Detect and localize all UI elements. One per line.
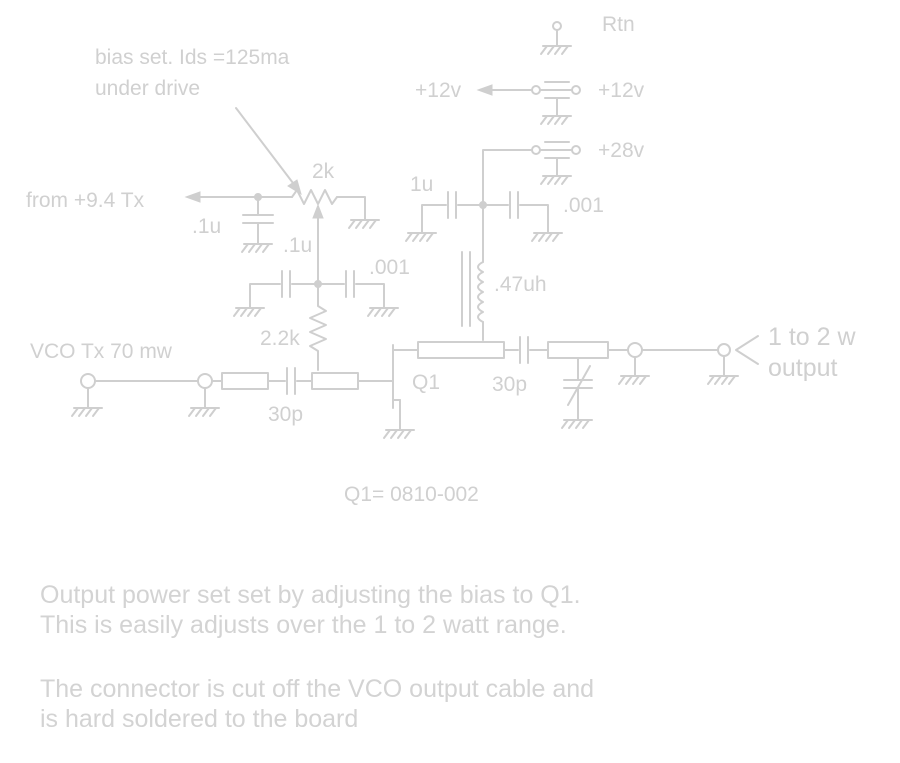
vco-label: VCO Tx 70 mw [30, 340, 173, 363]
pot-label: 2k [312, 160, 335, 183]
bias-label-line1: bias set. Ids =125ma [95, 46, 290, 69]
q1-label: Q1 [412, 371, 440, 394]
cap-1u-a [241, 196, 274, 253]
resistor-2-2k [309, 299, 327, 371]
output-line [417, 335, 759, 429]
cap-001-b-label: .001 [563, 194, 604, 217]
from-tx-label: from +9.4 Tx [26, 189, 145, 212]
gate-bypass-caps [233, 270, 399, 317]
note-line: This is easily adjusts over the 1 to 2 w… [40, 611, 567, 639]
rtn-label: Rtn [602, 13, 635, 36]
cap-1u-top-label: 1u [410, 173, 433, 196]
inductor-label: .47uh [494, 273, 547, 296]
res-22k-label: 2.2k [260, 327, 300, 350]
cap-30p-a-label: 30p [268, 403, 303, 426]
plus12-right-label: +12v [598, 79, 645, 102]
output-label-line1: 1 to 2 w [768, 323, 856, 351]
bias-arrow [235, 107, 302, 196]
note-line: Output power set set by adjusting the bi… [40, 581, 581, 609]
q1-transistor [383, 344, 419, 439]
bias-potentiometer [184, 189, 380, 281]
plus12-left-label: +12v [415, 79, 462, 102]
cap-1u-a-label: .1u [192, 215, 221, 238]
rtn-terminal [540, 21, 572, 55]
note-line: is hard soldered to the board [40, 705, 359, 733]
q1-part-label: Q1= 0810-002 [344, 483, 479, 506]
input-line [94, 367, 394, 417]
rf-choke [461, 204, 484, 341]
notes-paragraph-2: The connector is cut off the VCO output … [40, 674, 860, 734]
note-line: The connector is cut off the VCO output … [40, 675, 595, 703]
plus12-feedthrough [476, 81, 581, 125]
notes-paragraph-1: Output power set set by adjusting the bi… [40, 580, 860, 640]
cap-1u-b-label: .1u [283, 234, 312, 257]
plus28-feedthrough [482, 141, 581, 204]
cap-001-a-label: .001 [369, 256, 410, 279]
plus28-label: +28v [598, 139, 645, 162]
output-label-line2: output [768, 354, 838, 382]
bias-label-line2: under drive [95, 77, 200, 100]
cap-30p-b-label: 30p [492, 373, 527, 396]
